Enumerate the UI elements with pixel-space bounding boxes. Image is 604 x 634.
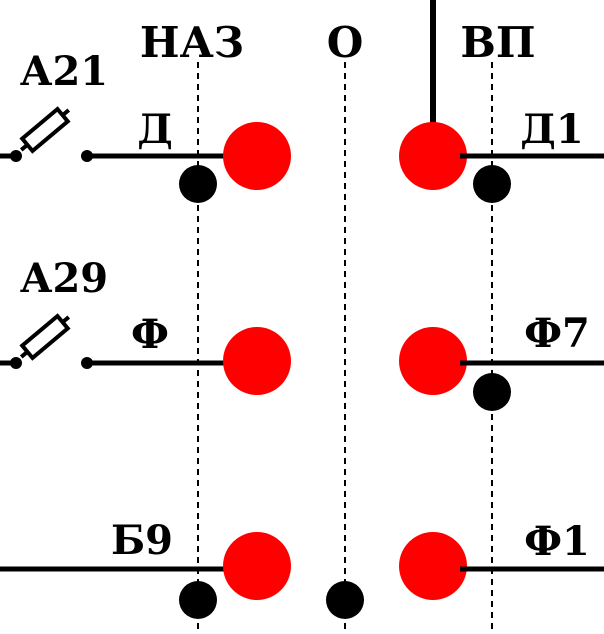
wire-label-b9: Б9 <box>111 517 173 564</box>
contact-naz-row1 <box>223 122 291 190</box>
jumper-dot-naz-row3 <box>179 581 217 619</box>
contact-vp-row3 <box>399 532 467 600</box>
fuse-a29 <box>19 313 71 361</box>
contact-vp-row2 <box>399 327 467 395</box>
fuse-label-a21: А21 <box>20 48 108 95</box>
jumper-dot-vp-row2 <box>473 373 511 411</box>
fuse-label-a29: А29 <box>20 255 108 302</box>
wire-label-d1: Д1 <box>520 106 583 153</box>
jumper-dot-vp-row1 <box>473 165 511 203</box>
jumper-dot-o-row3 <box>326 581 364 619</box>
column-label-vp: ВП <box>460 18 535 67</box>
jumper-dot-naz-row1 <box>179 165 217 203</box>
contact-naz-row3 <box>223 532 291 600</box>
contact-vp-row1 <box>399 122 467 190</box>
column-label-o: О <box>327 18 364 67</box>
wire-label-f7: Ф7 <box>524 310 590 357</box>
fuse-a21-terminal-left <box>10 150 22 162</box>
contact-naz-row2 <box>223 327 291 395</box>
wire-label-f: Ф <box>131 311 169 358</box>
column-label-naz: НАЗ <box>140 18 244 67</box>
wire-label-f1: Ф1 <box>524 518 590 565</box>
wire-label-d: Д <box>137 106 173 153</box>
fuse-a21 <box>19 106 71 154</box>
fuse-a29-terminal-left <box>10 357 22 369</box>
